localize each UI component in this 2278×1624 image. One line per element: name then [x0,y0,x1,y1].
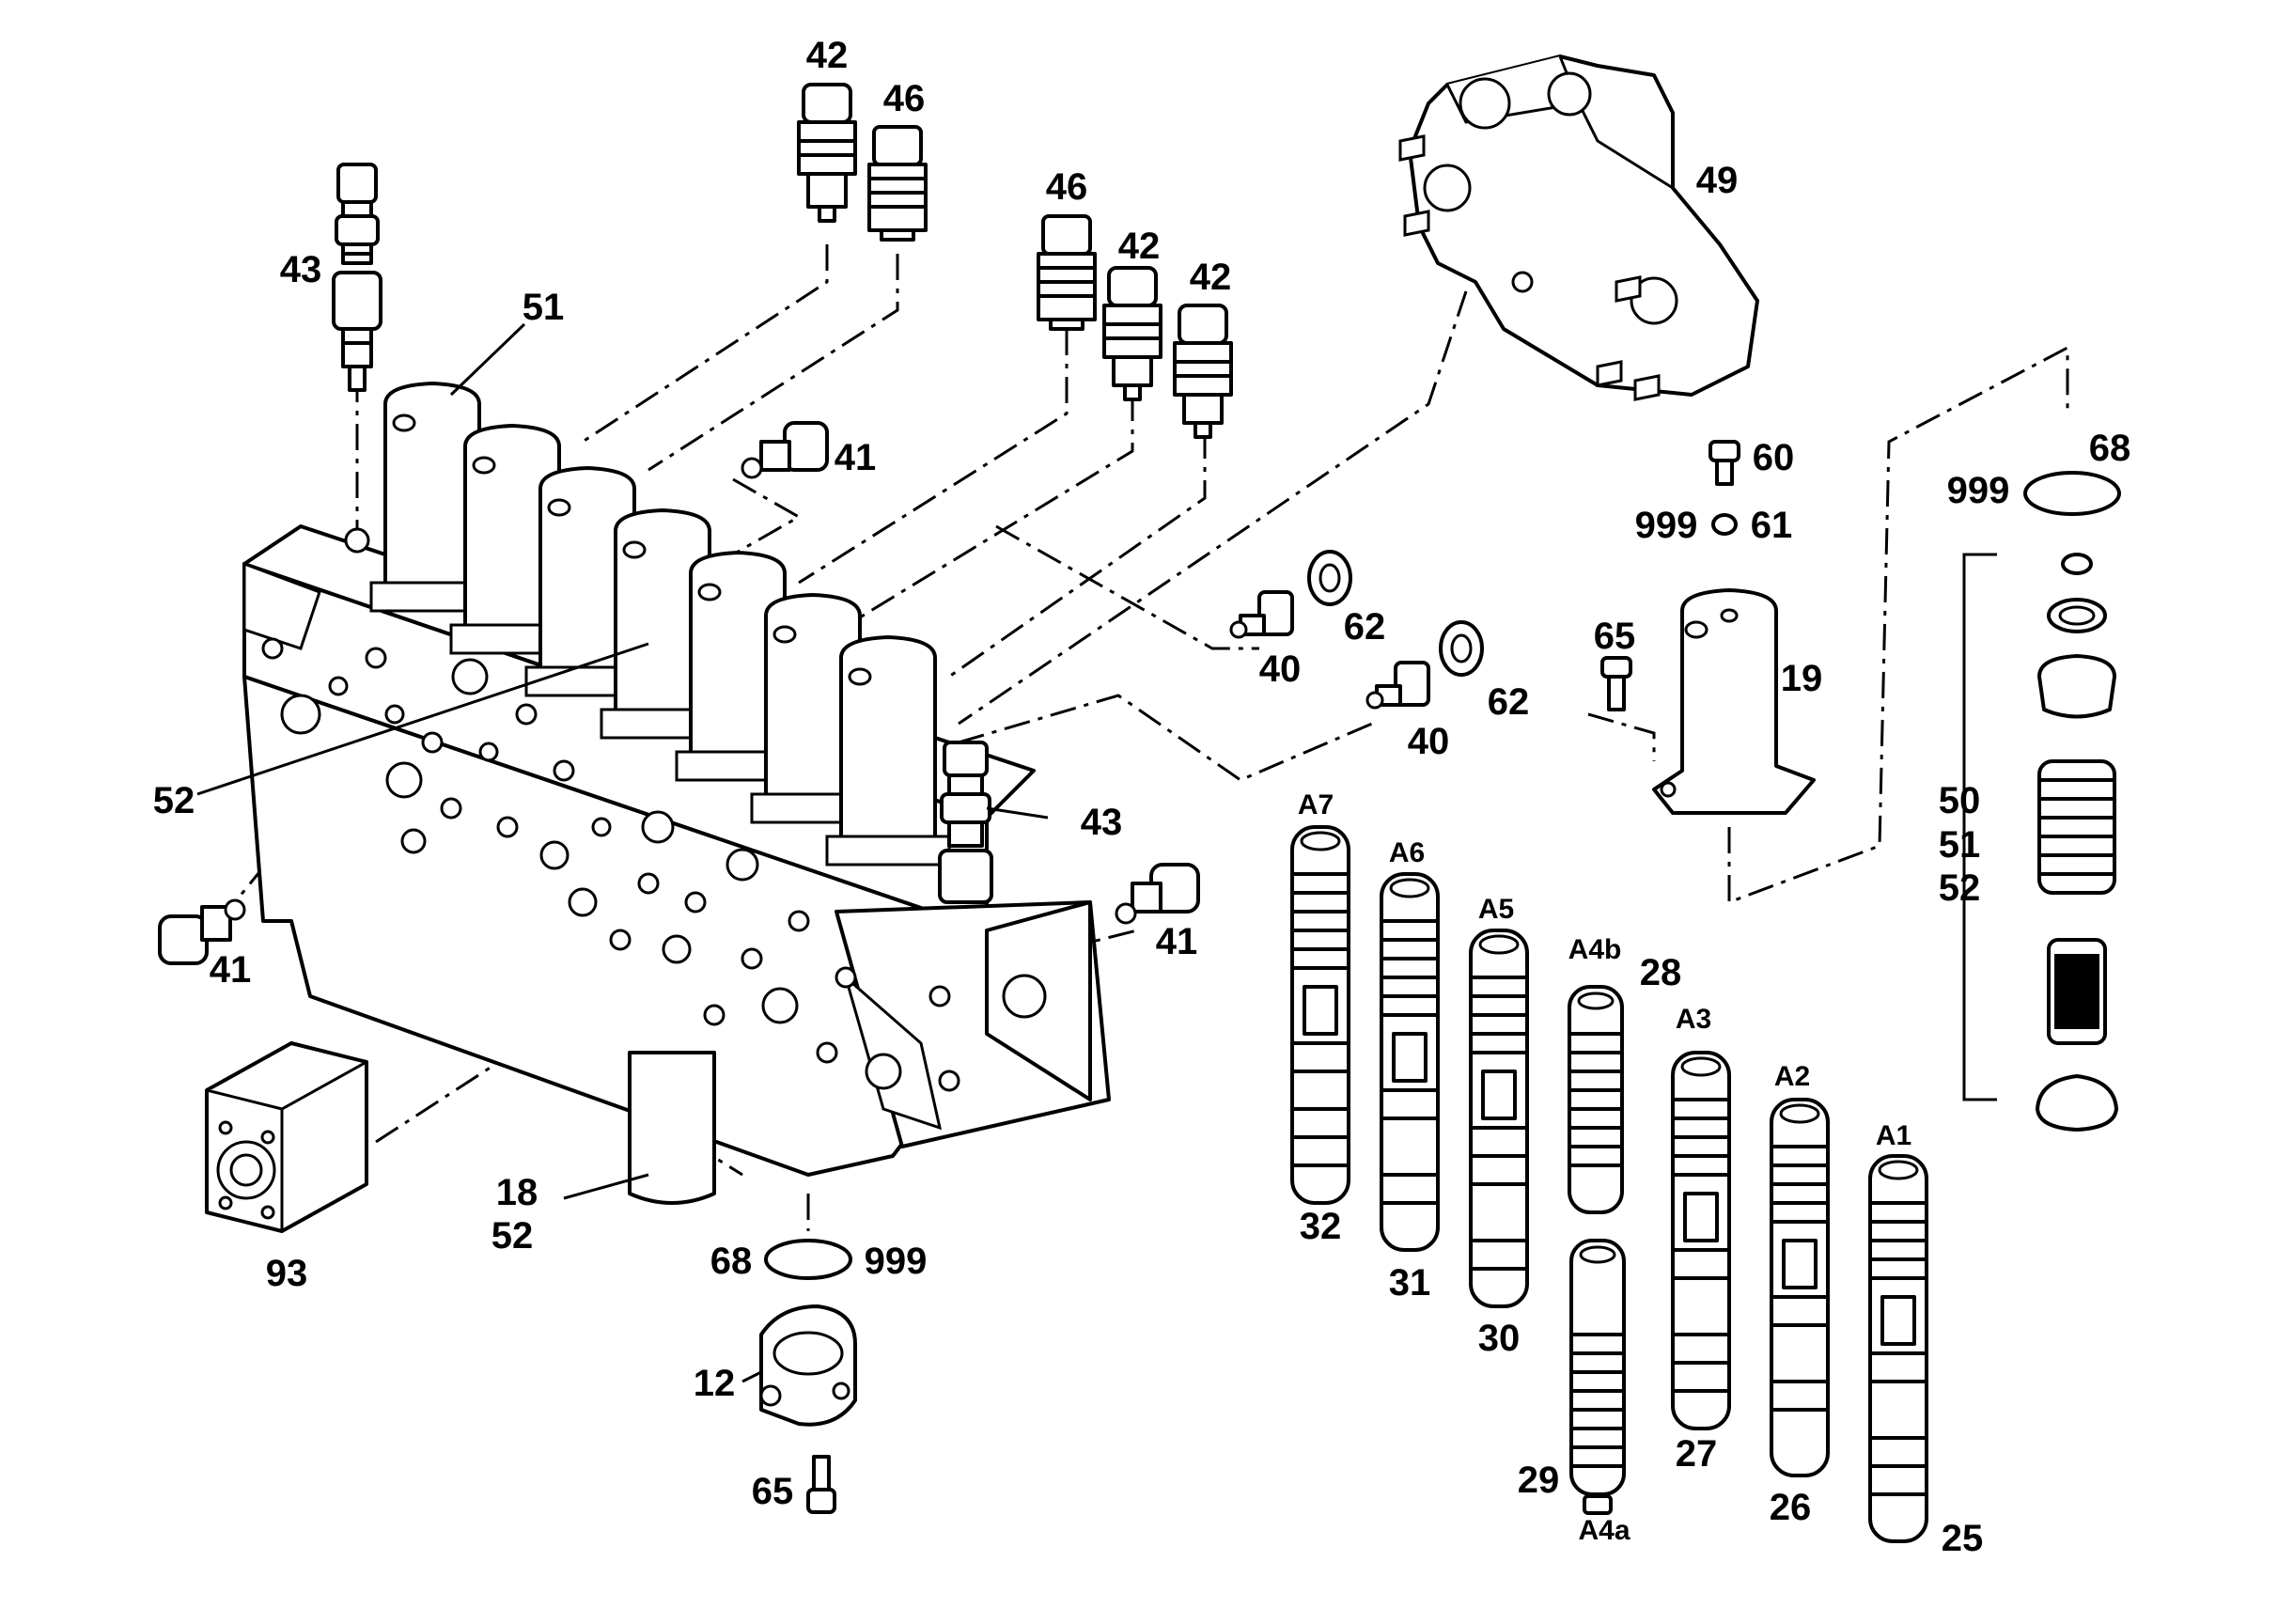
label-999: 999 [1635,505,1698,546]
label-41: 41 [1156,921,1198,962]
seal-62-upper [1307,550,1352,606]
label-52: 52 [153,780,195,821]
label-49: 49 [1696,160,1739,201]
spool-label-a2: A2 [1774,1061,1810,1092]
valve-body-ports [261,527,1047,1092]
label-30: 30 [1478,1318,1521,1359]
label-29: 29 [1518,1460,1560,1501]
spool-label-a4a: A4a [1578,1515,1630,1546]
relief-valve-43-top [332,163,382,392]
solenoid-caps [369,382,951,867]
seal-62-lower [1439,620,1484,677]
plug-41-left [158,898,246,965]
spool-a4b [1568,985,1624,1214]
relief-valve-43-lower [938,741,993,904]
solenoid-cap [449,424,575,655]
label-28: 28 [1640,952,1682,993]
label-25: 25 [1942,1518,1984,1559]
part-labels: 42 46 43 51 46 42 42 49 41 60 999 61 68 … [153,35,2131,1559]
plug-41-upper [741,421,829,479]
label-26: 26 [1770,1487,1812,1528]
label-43: 43 [1081,802,1123,843]
spool-label-a3: A3 [1676,1004,1711,1035]
solenoid-cap [369,382,495,613]
label-43: 43 [280,249,322,290]
label-52: 52 [491,1215,534,1257]
check-valve-46-top [867,125,928,242]
spool-a1 [1868,1154,1928,1543]
label-999: 999 [1947,470,2010,511]
label-62: 62 [1344,606,1386,648]
fitting-40-lower [1365,661,1430,710]
spool-a4a [1569,1239,1626,1515]
label-52: 52 [1939,867,1981,909]
label-68: 68 [710,1241,753,1282]
label-999: 999 [865,1241,928,1282]
relief-valve-42-mid-b [1173,304,1233,439]
label-46: 46 [1046,166,1088,208]
label-40: 40 [1259,648,1302,690]
fitting-40-upper [1229,590,1294,639]
label-65: 65 [752,1471,794,1512]
label-32: 32 [1300,1206,1342,1247]
screw-65-upper [1600,656,1632,711]
label-51: 51 [1939,824,1981,866]
label-42: 42 [1190,257,1232,298]
solenoid-cap [600,508,726,740]
label-41: 41 [210,949,252,991]
label-31: 31 [1389,1262,1431,1304]
o-ring-68-bottom [764,1239,852,1280]
label-27: 27 [1676,1433,1718,1475]
end-cover-49 [1398,55,1759,401]
check-valve-46-mid [1037,214,1097,331]
washer-61 [1711,513,1738,536]
label-51: 51 [523,287,565,328]
relief-valve-42-top [797,83,857,223]
label-18: 18 [496,1172,538,1213]
label-19: 19 [1781,658,1823,699]
o-ring-68-top [2023,471,2121,516]
block-93 [205,1041,368,1233]
label-42: 42 [1118,226,1161,267]
label-42: 42 [806,35,849,76]
spool-label-a6: A6 [1389,837,1425,868]
relief-valve-42-mid-a [1102,266,1162,401]
label-68: 68 [2089,428,2131,469]
label-50: 50 [1939,780,1981,821]
label-65: 65 [1594,616,1636,657]
label-41: 41 [835,437,877,478]
label-62: 62 [1488,681,1530,723]
solenoid-cap [825,635,951,867]
spool-label-a4b: A4b [1568,934,1622,965]
leader-lines [196,322,1049,1383]
spool-label-a1: A1 [1876,1120,1911,1151]
label-60: 60 [1753,437,1795,478]
spool-label-a5: A5 [1478,894,1514,925]
label-93: 93 [266,1253,308,1294]
bracket-12 [759,1304,857,1427]
label-61: 61 [1751,505,1793,546]
spool-a3 [1671,1051,1731,1430]
spool-labels: A7 A6 A5 A4b A3 A2 A1 A4a [1298,789,1911,1546]
solenoid-19 [1652,588,1816,815]
screw-60 [1708,440,1740,486]
spring-stack-50-51-52 [1962,553,2118,1132]
label-12: 12 [694,1363,736,1404]
spool-a5 [1469,929,1529,1308]
spool-a2 [1770,1098,1830,1477]
spool-a7 [1290,825,1350,1205]
label-40: 40 [1408,721,1450,762]
spool-label-a7: A7 [1298,789,1334,820]
label-46: 46 [883,78,926,119]
spool-a6 [1380,872,1440,1252]
plug-41-right [1115,863,1200,925]
screw-65-lower [806,1455,836,1514]
